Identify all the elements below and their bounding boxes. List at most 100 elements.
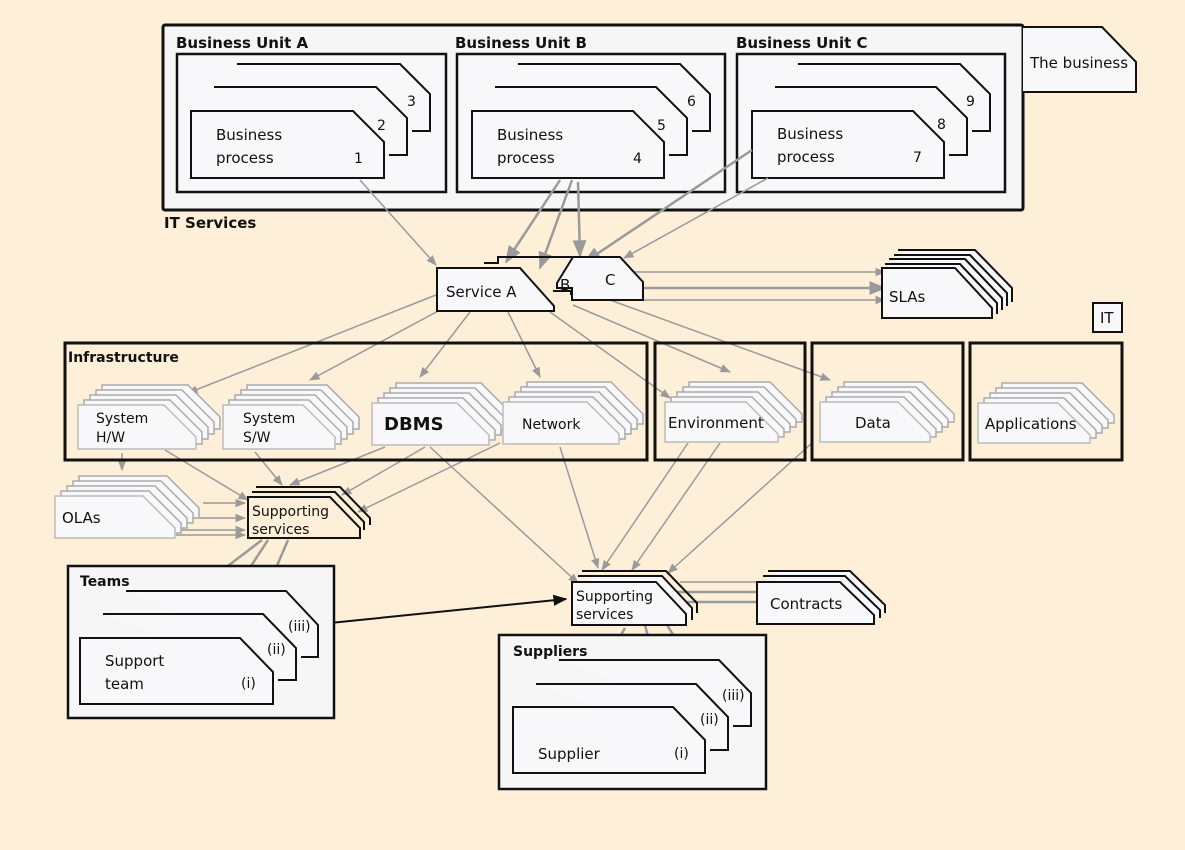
- network-stack[interactable]: Network: [502, 381, 644, 445]
- slas-stack[interactable]: SLAs: [881, 249, 1013, 319]
- system-hw-label: H/W: [96, 430, 125, 446]
- network-card-layer: [502, 401, 620, 445]
- supplier-number: (ii): [700, 712, 719, 728]
- the-business-tag: The business: [1023, 26, 1137, 93]
- data-label: Data: [855, 414, 891, 432]
- supporting-label-line1: Supporting: [252, 504, 329, 520]
- process-label-line1: Business: [497, 126, 563, 144]
- support-team-label-line1: Support: [105, 652, 164, 670]
- supplier-number: (i): [674, 746, 689, 762]
- olas-card-layer: [54, 495, 176, 539]
- connector: [583, 148, 753, 264]
- supporting-label-line2: services: [576, 607, 633, 623]
- process-label-line1: Business: [777, 125, 843, 143]
- connector: [572, 304, 731, 373]
- system-sw-card-layer: [222, 404, 336, 450]
- data-stack[interactable]: Data: [819, 381, 955, 443]
- teams-panel: Teams Support team (i) (ii) (iii): [66, 564, 336, 720]
- environment-panel: [653, 341, 807, 462]
- team-number: (ii): [267, 642, 286, 658]
- team-number: (iii): [288, 619, 311, 635]
- contracts-stack[interactable]: Contracts: [756, 570, 886, 625]
- dbms-label: DBMS: [384, 414, 444, 435]
- applications-stack[interactable]: Applications: [977, 382, 1115, 444]
- process-number: 1: [354, 151, 363, 167]
- team-number: (i): [241, 676, 256, 692]
- applications-panel: [968, 341, 1124, 462]
- other-it-cards: Environment Data Applications: [664, 381, 1115, 444]
- service-b[interactable]: B: [553, 276, 572, 295]
- connector: [359, 179, 437, 266]
- dbms-stack[interactable]: DBMS: [371, 382, 514, 446]
- connector: [164, 449, 249, 501]
- it-tag-label: IT: [1100, 309, 1114, 327]
- environment-label: Environment: [668, 414, 764, 432]
- contracts-label: Contracts: [770, 595, 843, 613]
- supporting-label-line1: Supporting: [576, 589, 653, 605]
- the-business-label: The business: [1029, 54, 1128, 72]
- service-a[interactable]: Service A: [436, 267, 555, 312]
- system-hw-card-layer: [77, 404, 197, 450]
- process-number: 2: [377, 118, 386, 134]
- business-unit-c: Business Unit C Business process 7 8 9: [735, 34, 1007, 194]
- process-label-line2: process: [497, 149, 555, 167]
- infrastructure-title: Infrastructure: [68, 350, 179, 366]
- supporting-label-line2: services: [252, 522, 309, 538]
- connector: [631, 442, 721, 571]
- services-stack: C B Service A: [436, 256, 644, 312]
- service-c[interactable]: C: [556, 256, 644, 301]
- dbms-card-layer: [371, 402, 490, 446]
- slas-label: SLAs: [889, 288, 925, 306]
- system-hw-label: System: [96, 411, 148, 427]
- connector: [623, 177, 769, 259]
- connector: [357, 442, 501, 513]
- business-unit-a-title: Business Unit A: [176, 34, 309, 52]
- process-number: 6: [687, 94, 696, 110]
- environment-stack[interactable]: Environment: [664, 381, 803, 443]
- olas-stack[interactable]: OLAs: [54, 475, 200, 539]
- olas-stack[interactable]: OLAs: [54, 475, 200, 539]
- business-unit-a: Business Unit A Business process 1 2 3: [175, 34, 448, 194]
- process-label-line2: process: [216, 149, 274, 167]
- support-team-label-line2: team: [105, 675, 144, 693]
- connector: [559, 446, 600, 570]
- system-sw-label: System: [243, 411, 295, 427]
- connector: [341, 446, 426, 496]
- data-panel: [810, 341, 965, 462]
- applications-card-layer: [977, 402, 1091, 444]
- connector: [254, 451, 283, 486]
- process-label-line1: Business: [216, 126, 282, 144]
- environment-card-layer: [664, 401, 779, 443]
- connector: [572, 181, 587, 258]
- team-to-supplier-connector: [319, 594, 568, 625]
- business-unit-c-title: Business Unit C: [736, 34, 868, 52]
- process-number: 4: [633, 151, 642, 167]
- process-number: 3: [407, 94, 416, 110]
- suppliers-title: Suppliers: [513, 644, 587, 660]
- service-a-label: Service A: [446, 283, 517, 301]
- connector: [549, 311, 671, 399]
- connector: [309, 309, 441, 381]
- connector: [429, 446, 579, 584]
- connector: [667, 442, 813, 574]
- supplier-label: Supplier: [538, 745, 601, 763]
- olas-label: OLAs: [62, 509, 101, 527]
- connector: [289, 446, 386, 486]
- internal-supporting-services[interactable]: Supporting services: [247, 486, 371, 539]
- it-tag: IT: [1092, 302, 1123, 333]
- suppliers-panel: Suppliers Supplier (i) (ii) (iii): [497, 633, 768, 791]
- service-c-label: C: [605, 271, 615, 289]
- it-services-title: IT Services: [164, 214, 256, 232]
- supplier-number: (iii): [722, 688, 745, 704]
- network-label: Network: [522, 417, 581, 433]
- external-supporting-services[interactable]: Supporting services: [571, 570, 698, 626]
- process-number: 9: [966, 94, 975, 110]
- system-sw-label: S/W: [243, 430, 271, 446]
- infrastructure-panel: Infrastructure: [63, 341, 649, 462]
- connector: [601, 442, 689, 571]
- connector: [538, 179, 574, 270]
